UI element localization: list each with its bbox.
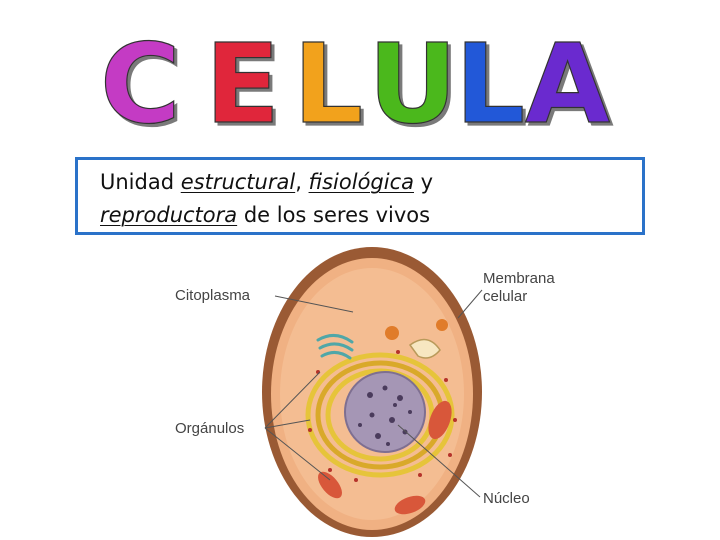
title-letter: A [525, 20, 610, 140]
title-letter: L [455, 20, 525, 140]
ribosomes [308, 350, 457, 482]
golgi-apparatus [316, 334, 354, 360]
title-letter: L [293, 20, 363, 140]
def-text: y [414, 170, 434, 194]
leader-lines [264, 289, 483, 498]
def-keyword: estructural [180, 170, 296, 194]
title-letter: U [368, 20, 457, 140]
def-text: Unidad [100, 170, 181, 194]
title-letter: C [100, 20, 181, 140]
chromatin [358, 385, 412, 446]
mitochondria [318, 400, 452, 515]
vacuoles [385, 319, 448, 359]
def-keyword: fisiológica [308, 170, 414, 194]
label-membrana-line1: Membrana [483, 270, 555, 287]
definition-line-1: Unidad estructural, fisiológica y [100, 170, 433, 194]
label-citoplasma: Citoplasma [175, 287, 251, 304]
title-wordart: C E L U L A [99, 19, 610, 140]
label-membrana: Membrana celular [483, 270, 555, 306]
def-text: de los seres vivos [237, 203, 431, 227]
definition-line-2: reproductora de los seres vivos [100, 203, 430, 227]
label-membrana-line2: celular [483, 288, 528, 305]
label-organulos: Orgánulos [175, 420, 245, 437]
title-letter: E [205, 20, 280, 140]
def-keyword: reproductora [100, 203, 238, 227]
def-text: , [295, 170, 309, 194]
label-nucleo: Núcleo [483, 490, 530, 507]
definition-box [75, 157, 645, 235]
nucleus [344, 371, 426, 453]
